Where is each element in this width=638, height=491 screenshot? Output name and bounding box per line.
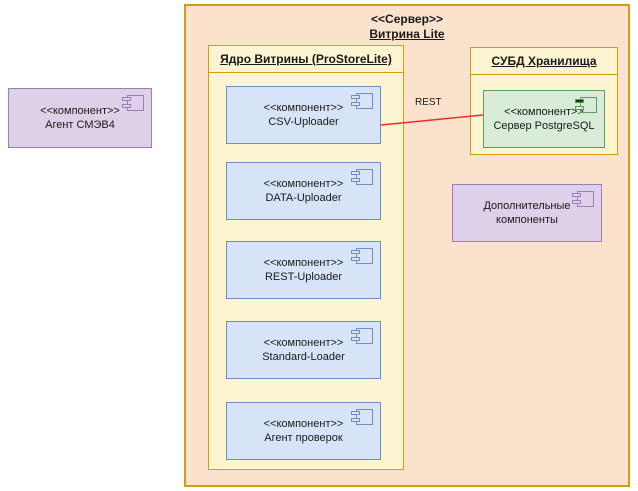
component-name: Агент проверок: [264, 432, 343, 444]
component-data-uploader[interactable]: <<компонент>> DATA-Uploader: [226, 162, 381, 220]
server-title: <<Сервер>> Витрина Lite: [186, 12, 628, 42]
component-stereotype: <<компонент>>: [263, 257, 344, 269]
server-stereotype: <<Сервер>>: [371, 12, 443, 26]
component-rest-uploader[interactable]: <<компонент>> REST-Uploader: [226, 241, 381, 299]
server-name: Витрина Lite: [369, 27, 445, 41]
component-stereotype: <<компонент>>: [40, 105, 120, 117]
uml-component-icon: [351, 409, 373, 425]
component-name: DATA-Uploader: [265, 192, 342, 204]
connector-rest-label: REST: [415, 97, 442, 108]
component-agent-smev4[interactable]: <<компонент>> Агент СМЭВ4: [8, 88, 152, 148]
component-name: CSV-Uploader: [268, 116, 339, 128]
component-stereotype: <<компонент>>: [263, 337, 344, 349]
component-agent-proverok[interactable]: <<компонент>> Агент проверок: [226, 402, 381, 460]
uml-component-icon: [351, 169, 373, 185]
component-postgresql-server[interactable]: <<компонент>> Сервер PostgreSQL: [483, 90, 605, 148]
component-stereotype: <<компонент>>: [504, 106, 584, 118]
component-name: Агент СМЭВ4: [45, 119, 115, 131]
component-name-line2: компоненты: [496, 214, 558, 226]
uml-component-icon: [575, 97, 597, 113]
uml-component-icon: [351, 248, 373, 264]
uml-component-icon: [351, 328, 373, 344]
component-csv-uploader[interactable]: <<компонент>> CSV-Uploader: [226, 86, 381, 144]
component-name-line1: Дополнительные: [483, 200, 571, 212]
uml-component-icon: [351, 93, 373, 109]
group-core-title: Ядро Витрины (ProStoreLite): [209, 46, 403, 73]
component-standard-loader[interactable]: <<компонент>> Standard-Loader: [226, 321, 381, 379]
component-stereotype: <<компонент>>: [263, 102, 344, 114]
uml-component-icon: [572, 191, 594, 207]
component-stereotype: <<компонент>>: [263, 418, 344, 430]
uml-component-icon: [122, 95, 144, 111]
component-stereotype: <<компонент>>: [263, 178, 344, 190]
component-name: Standard-Loader: [262, 351, 345, 363]
group-dbms-title: СУБД Хранилища: [471, 48, 617, 75]
component-additional-components[interactable]: Дополнительные компоненты: [452, 184, 602, 242]
component-name: Сервер PostgreSQL: [493, 120, 595, 132]
component-name: REST-Uploader: [264, 271, 343, 283]
